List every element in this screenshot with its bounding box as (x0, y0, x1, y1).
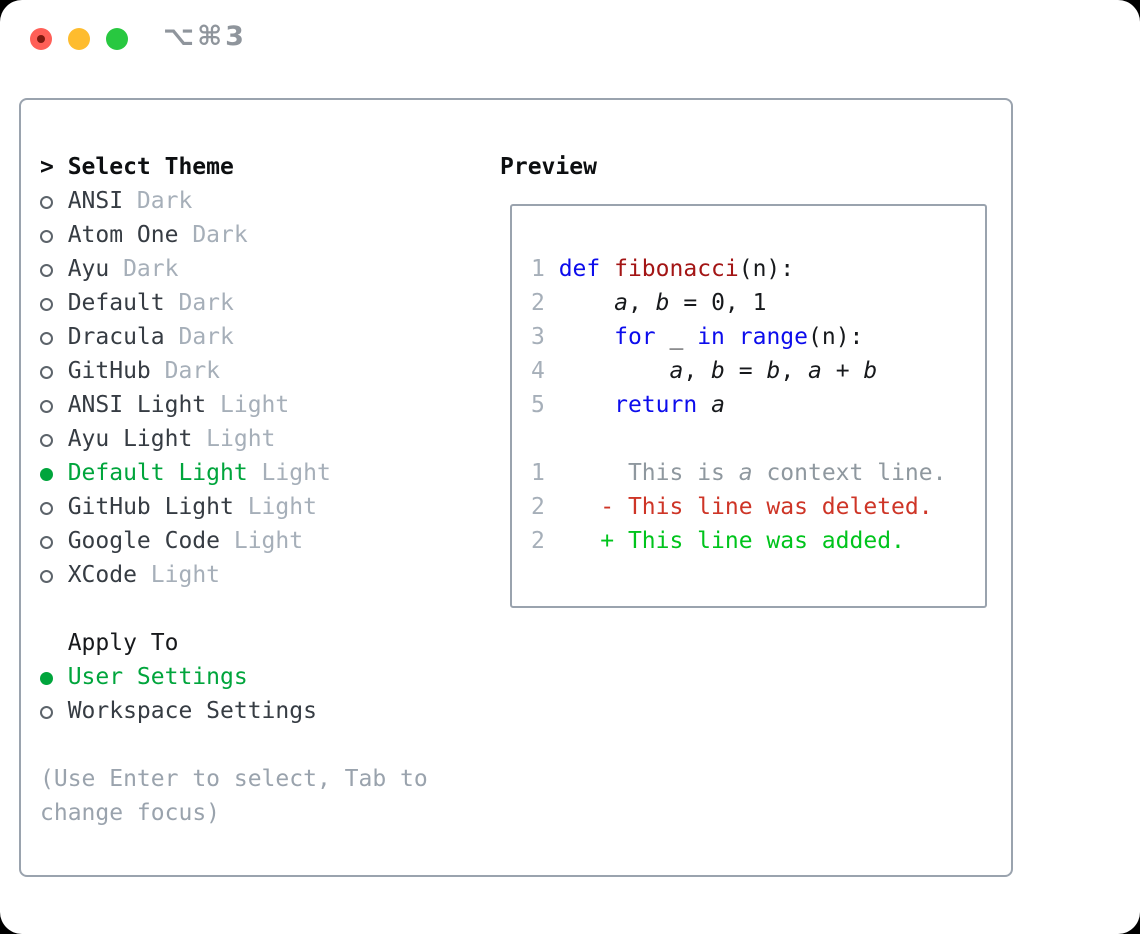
radio-unselected-icon (40, 502, 53, 515)
spacer (40, 728, 490, 762)
radio-unselected-icon (40, 332, 53, 345)
theme-option-xcode-light[interactable]: XCode Light (40, 558, 490, 592)
theme-variant: Light (247, 460, 331, 486)
window-shortcut-label: ⌥⌘3 (163, 21, 247, 52)
theme-option-github-light-light[interactable]: GitHub Light Light (40, 490, 490, 524)
theme-variant: Dark (178, 222, 248, 248)
theme-name: Ayu Light (67, 426, 193, 452)
radio-unselected-icon (40, 366, 53, 379)
theme-name: GitHub (67, 358, 151, 384)
code-line: 4 a, b = b, a + b (531, 358, 878, 384)
theme-variant: Dark (150, 358, 221, 384)
theme-variant: Light (136, 562, 221, 588)
radio-unselected-icon (40, 536, 53, 549)
theme-name: GitHub Light (67, 494, 234, 520)
diff-line: 2 + This line was added. (531, 528, 905, 554)
radio-selected-icon (40, 468, 53, 481)
theme-option-ayu-dark[interactable]: Ayu Dark (40, 252, 490, 286)
diff-line: 1 This is a context line. (531, 460, 947, 486)
theme-option-default-light-light[interactable]: Default Light Light (40, 456, 490, 490)
apply-to-header: Apply To (40, 626, 490, 660)
radio-unselected-icon (40, 264, 53, 277)
theme-option-default-dark[interactable]: Default Dark (40, 286, 490, 320)
minimize-button[interactable] (68, 28, 90, 50)
theme-name: Dracula (67, 324, 165, 350)
apply-option-label: Workspace Settings (67, 698, 317, 724)
theme-option-ansi-light-light[interactable]: ANSI Light Light (40, 388, 490, 422)
theme-name: Default Light (67, 460, 248, 486)
radio-unselected-icon (40, 230, 53, 243)
theme-variant: Light (220, 528, 304, 554)
theme-option-github-dark[interactable]: GitHub Dark (40, 354, 490, 388)
footer-hint: change focus) (40, 796, 490, 830)
radio-unselected-icon (40, 298, 53, 311)
code-line: 5 return a (531, 392, 725, 418)
apply-option-user-settings[interactable]: User Settings (40, 660, 490, 694)
theme-option-ansi-dark[interactable]: ANSI Dark (40, 184, 490, 218)
footer-hint-text: (Use Enter to select, Tab to (40, 766, 428, 792)
preview-header: Preview (500, 154, 597, 180)
theme-name: ANSI Light (67, 392, 207, 418)
theme-variant: Dark (164, 290, 234, 316)
footer-hint: (Use Enter to select, Tab to (40, 762, 490, 796)
theme-name: Atom One (67, 222, 179, 248)
code-line: 2 a, b = 0, 1 (531, 290, 767, 316)
radio-unselected-icon (40, 434, 53, 447)
theme-variant: Light (206, 392, 290, 418)
preview-pane: 1 def fibonacci(n): 2 a, b = 0, 1 3 for _ … (510, 204, 987, 608)
zoom-button[interactable] (106, 28, 128, 50)
apply-option-label: User Settings (67, 664, 248, 690)
blank-line (531, 422, 985, 456)
theme-option-dracula-dark[interactable]: Dracula Dark (40, 320, 490, 354)
theme-option-google-code-light[interactable]: Google Code Light (40, 524, 490, 558)
theme-name: Google Code (67, 528, 221, 554)
radio-unselected-icon (40, 400, 53, 413)
theme-variant: Dark (109, 256, 179, 282)
theme-name: XCode (67, 562, 137, 588)
preview-code: 1 def fibonacci(n): 2 a, b = 0, 1 3 for _ … (512, 206, 985, 558)
radio-unselected-icon (40, 196, 53, 209)
theme-variant: Light (233, 494, 317, 520)
titlebar: ⌥⌘3 (0, 0, 1140, 76)
radio-unselected-icon (40, 570, 53, 583)
theme-variant: Dark (164, 324, 234, 350)
diff-line: 2 - This line was deleted. (531, 494, 933, 520)
theme-picker-title: Select Theme (67, 154, 234, 180)
footer-hint-text: change focus) (40, 800, 221, 826)
code-line: 1 def fibonacci(n): (531, 256, 795, 282)
theme-variant: Light (192, 426, 276, 452)
theme-name: Ayu (67, 256, 110, 282)
spacer (40, 592, 490, 626)
theme-option-ayu-light-light[interactable]: Ayu Light Light (40, 422, 490, 456)
theme-name: ANSI (67, 188, 124, 214)
selection-caret-icon: > (40, 154, 54, 180)
code-line: 3 for _ in range(n): (531, 324, 864, 350)
radio-selected-icon (40, 672, 53, 685)
theme-name: Default (67, 290, 165, 316)
apply-to-title: Apply To (67, 630, 179, 656)
theme-picker-header: > Select Theme (40, 150, 490, 184)
radio-unselected-icon (40, 706, 53, 719)
theme-variant: Dark (123, 188, 193, 214)
close-button[interactable] (30, 28, 52, 50)
theme-option-atom-one-dark[interactable]: Atom One Dark (40, 218, 490, 252)
apply-option-workspace-settings[interactable]: Workspace Settings (40, 694, 490, 728)
